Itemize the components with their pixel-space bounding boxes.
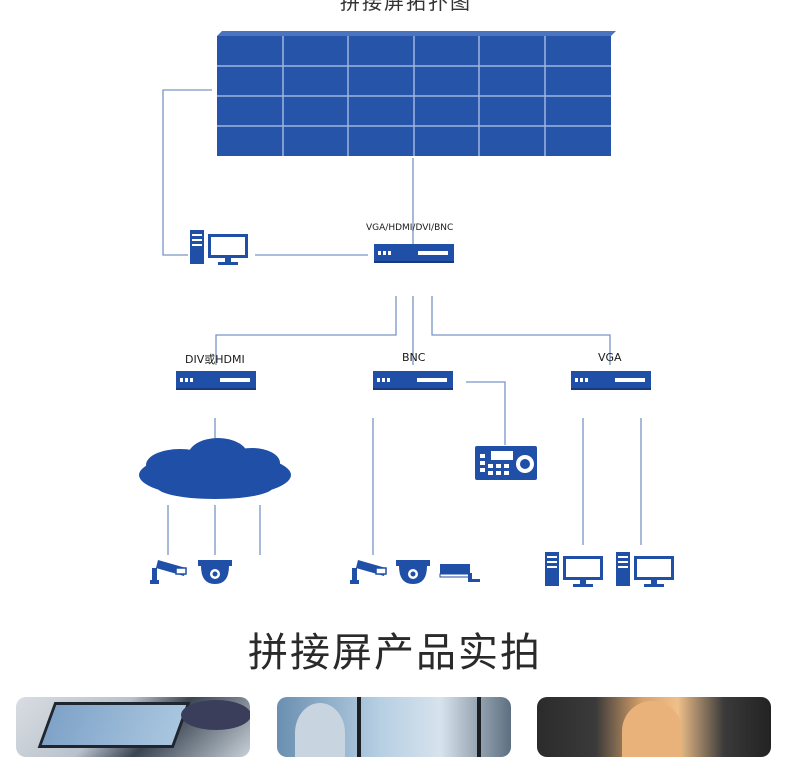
photo-person (622, 701, 682, 757)
connection-lines (162, 89, 642, 555)
branch-label-bnc: BNC (402, 351, 426, 364)
bullet-camera-icon (149, 559, 187, 585)
photo-bezel (357, 697, 361, 757)
photo-object (181, 700, 250, 730)
pc-icon (545, 552, 603, 587)
keyboard-controller-icon (475, 446, 537, 480)
photo-bezel (477, 697, 481, 757)
pc-icon (616, 552, 674, 587)
dome-camera-icon (198, 560, 232, 584)
main-switch-icon (374, 244, 454, 263)
bullet-camera-icon (349, 559, 387, 585)
dome-camera-icon (396, 560, 430, 584)
photo-screen (37, 702, 191, 748)
product-photo-1 (16, 697, 250, 757)
branch-label-vga: VGA (598, 351, 622, 364)
cloud-icon (139, 438, 291, 499)
product-photo-2 (277, 697, 511, 757)
branch-label-div-hdmi: DIV或HDMI (185, 353, 245, 366)
diagram-title: 拼接屏拓扑图 (340, 0, 472, 14)
switch-vga-icon (571, 371, 651, 390)
section-heading: 拼接屏产品实拍 (248, 630, 542, 676)
main-switch-label: VGA/HDMI/DVI/BNC (366, 223, 454, 233)
product-photo-3 (537, 697, 771, 757)
photo-person (295, 703, 345, 757)
pc-icon (190, 230, 248, 265)
video-wall-icon (217, 31, 616, 156)
box-camera-icon (439, 564, 480, 582)
switch-bnc-icon (373, 371, 453, 390)
switch-div-hdmi-icon (176, 371, 256, 390)
